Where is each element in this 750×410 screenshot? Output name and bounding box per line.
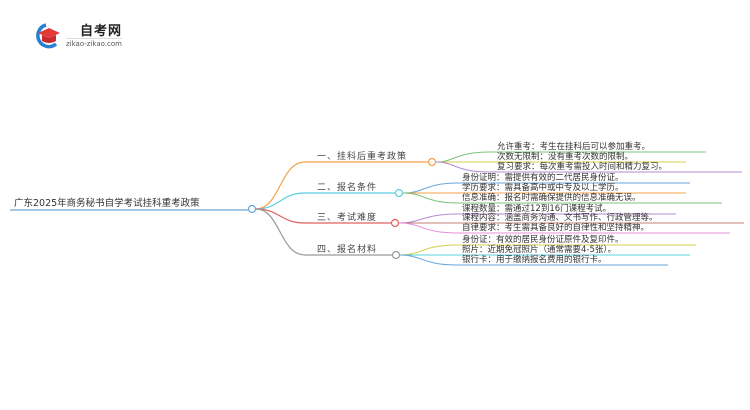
branch-exam-difficulty[interactable]: 三、考试难度 bbox=[317, 213, 378, 223]
leaf-course-content[interactable]: 课程内容：涵盖商务沟通、文书写作、行政管理等。 bbox=[462, 213, 658, 223]
branch-retake-policy[interactable]: 一、挂科后重考政策 bbox=[317, 152, 408, 162]
leaf-retake-allowed[interactable]: 允许重考：考生在挂科后可以参加重考。 bbox=[497, 142, 651, 152]
leaf-id-card[interactable]: 身份证：有效的居民身份证原件及复印件。 bbox=[462, 235, 624, 245]
site-logo[interactable]: 自考网 zikao-zikao.com bbox=[32, 20, 142, 50]
leaf-photos[interactable]: 照片：近期免冠照片（通常需要4-5张）。 bbox=[462, 245, 617, 255]
branch-registration-conditions[interactable]: 二、报名条件 bbox=[317, 183, 378, 193]
leaf-self-discipline[interactable]: 自律要求：考生需具备良好的自律性和坚持精神。 bbox=[462, 223, 650, 233]
leaf-course-count[interactable]: 课程数量：需通过12到16门课程考试。 bbox=[462, 204, 612, 214]
graduation-cap-icon bbox=[36, 23, 60, 49]
logo-title: 自考网 bbox=[80, 24, 123, 39]
leaf-review-requirement[interactable]: 复习要求：每次重考需投入时间和精力复习。 bbox=[497, 162, 668, 172]
mindmap-root-topic[interactable]: 广东2025年商务秘书自学考试挂科重考政策 bbox=[14, 198, 200, 209]
branch-registration-materials[interactable]: 四、报名材料 bbox=[317, 245, 378, 255]
leaf-identity-proof[interactable]: 身份证明：需提供有效的二代居民身份证。 bbox=[462, 173, 624, 183]
leaf-unlimited-attempts[interactable]: 次数无限制：没有重考次数的限制。 bbox=[497, 152, 634, 162]
leaf-education-requirement[interactable]: 学历要求：需具备高中或中专及以上学历。 bbox=[462, 183, 624, 193]
leaf-accurate-info[interactable]: 信息准确：报名时需确保提供的信息准确无误。 bbox=[462, 193, 641, 203]
logo-subtitle: zikao-zikao.com bbox=[66, 38, 122, 48]
leaf-bank-card[interactable]: 银行卡：用于缴纳报名费用的银行卡。 bbox=[462, 255, 607, 265]
